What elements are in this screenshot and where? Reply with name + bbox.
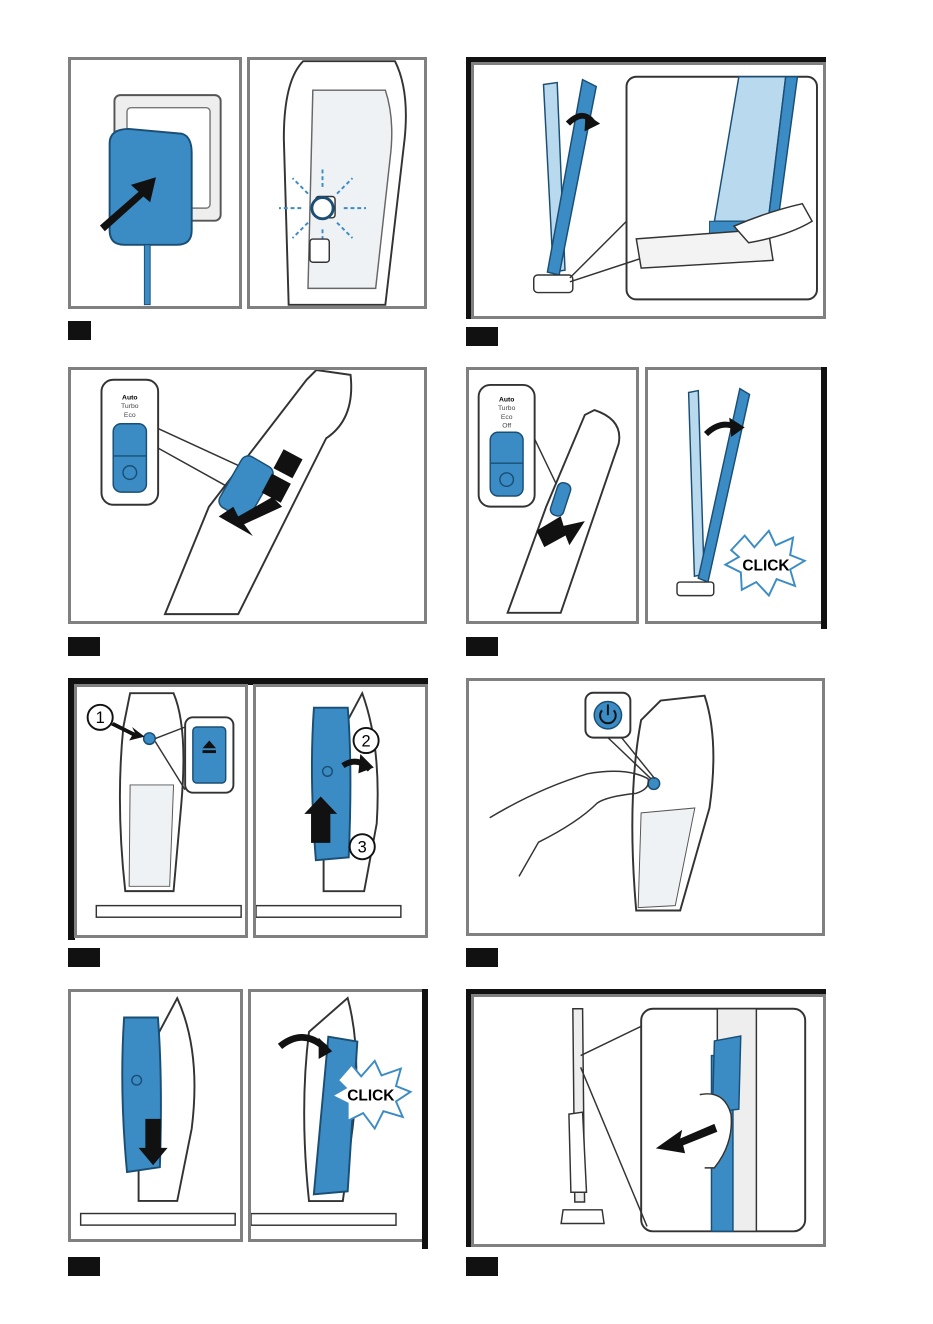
figure-5-tag	[68, 948, 100, 967]
click-label-1: CLICK	[742, 557, 790, 574]
figure-7-tag	[68, 1257, 100, 1276]
wall-mount-illustration	[474, 997, 823, 1244]
click-label-2: CLICK	[347, 1088, 395, 1105]
fig5-right-frame: 2 3	[253, 684, 428, 938]
battery-click-illustration: CLICK	[251, 992, 425, 1239]
figure-3-tag	[68, 637, 100, 656]
mode-label-auto-2: Auto	[499, 396, 514, 403]
mode-switch-up-illustration: Auto Turbo Eco Off	[469, 370, 636, 621]
mode-label-eco: Eco	[124, 412, 136, 419]
mode-switch-illustration: Auto Turbo Eco	[71, 370, 424, 621]
fig4-left-frame: Auto Turbo Eco Off	[466, 367, 639, 624]
mode-label-auto: Auto	[122, 394, 138, 401]
fig4-right-frame: CLICK	[645, 367, 827, 624]
figure-8-tag	[466, 1257, 498, 1276]
vacuum-upright-illustration	[474, 65, 823, 316]
mode-label-turbo: Turbo	[121, 403, 139, 410]
fig1-charger-frame	[68, 57, 242, 309]
fig6-frame	[466, 678, 825, 936]
step-1-label: 1	[96, 709, 105, 727]
step-3-label: 3	[358, 839, 367, 857]
charging-indicator-illustration	[250, 60, 424, 306]
figure-1-tag	[68, 321, 91, 340]
fig1-indicator-frame	[247, 57, 427, 309]
fig4-side-bar	[821, 367, 827, 629]
fig7-side-bar	[422, 989, 428, 1249]
figure-6-tag	[466, 948, 498, 967]
fig8-frame	[471, 994, 826, 1247]
mode-label-off: Off	[502, 422, 511, 429]
mode-label-turbo-2: Turbo	[498, 405, 516, 412]
step-2-label: 2	[362, 732, 371, 750]
battery-insert-illustration	[71, 992, 240, 1239]
charger-plug-illustration	[71, 60, 239, 306]
battery-release-illustration: 1	[77, 687, 245, 935]
mode-label-eco-2: Eco	[501, 414, 513, 421]
figure-4-tag	[466, 637, 498, 656]
figure-2-tag	[466, 327, 498, 346]
fig5-left-frame: 1	[74, 684, 248, 938]
battery-lift-illustration: 2 3	[256, 687, 425, 935]
click-latch-illustration: CLICK	[648, 370, 824, 621]
fig7-right-frame: CLICK	[248, 989, 428, 1242]
fig7-left-frame	[68, 989, 243, 1242]
fig2-frame	[471, 62, 826, 319]
fig3-frame: Auto Turbo Eco	[68, 367, 427, 624]
power-button-illustration	[469, 681, 822, 933]
